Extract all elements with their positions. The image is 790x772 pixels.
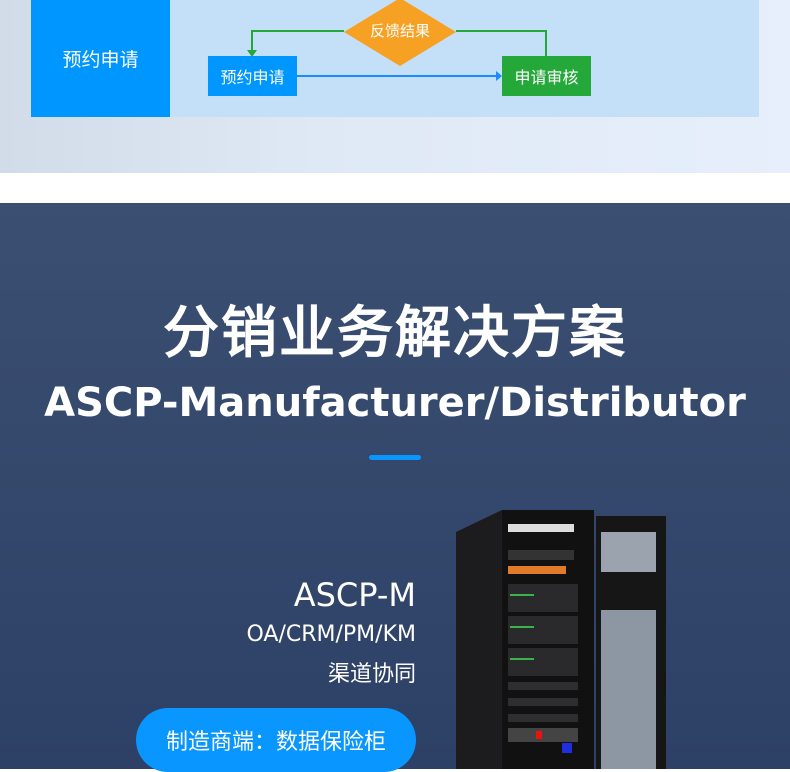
product-feature: 渠道协同 (327, 662, 416, 687)
review-box: 申请审核 (502, 56, 591, 96)
manufacturer-badge[interactable]: 制造商端：数据保险柜 (136, 708, 416, 772)
feedback-label: 反馈结果 (369, 22, 430, 40)
feedback-diamond (344, 0, 456, 66)
server-rack-image (456, 510, 666, 769)
apply-box: 预约申请 (208, 56, 297, 96)
flow-connectors (247, 30, 547, 81)
section-title: 分销业务解决方案 (163, 301, 627, 366)
section-subtitle: ASCP-Manufacturer/Distributor (44, 380, 746, 426)
product-name: ASCP-M (293, 576, 416, 614)
flow-side-label: 预约申请 (31, 0, 170, 117)
title-divider (369, 455, 421, 460)
product-modules: OA/CRM/PM/KM (246, 622, 416, 647)
